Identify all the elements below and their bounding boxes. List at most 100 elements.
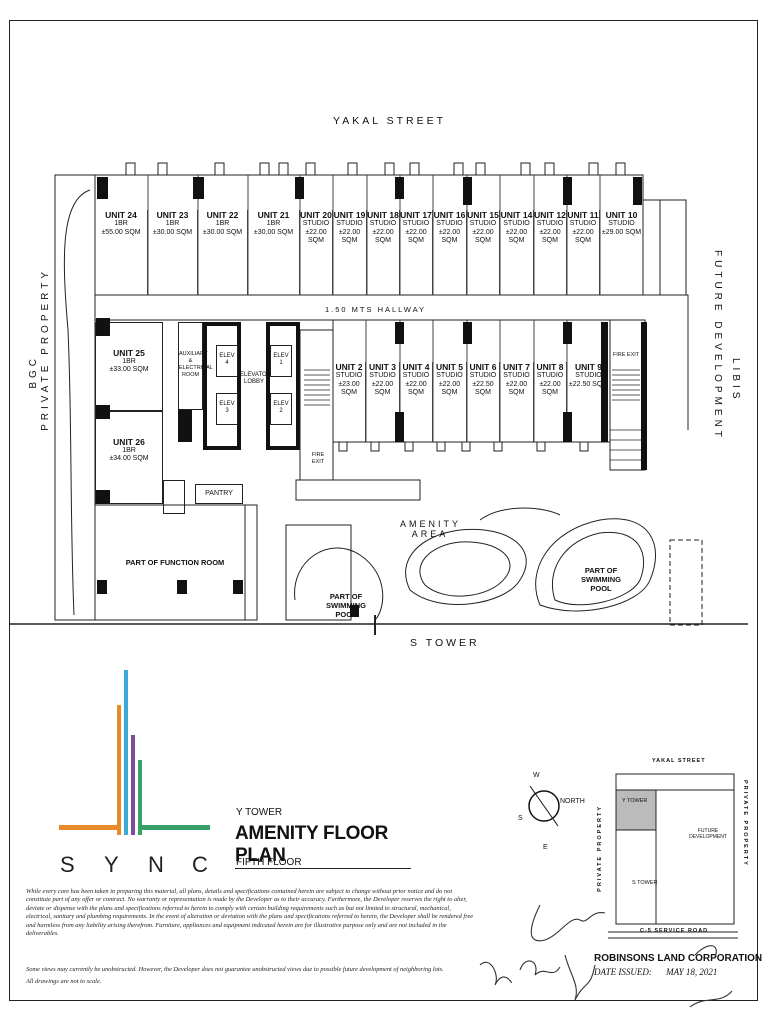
unit-name: UNIT 15 [467, 210, 499, 220]
logo-bar-green [138, 760, 142, 835]
structural-column [350, 605, 359, 617]
unit-area: ±22.50 SQM [568, 380, 609, 388]
logo-bar-purple [131, 735, 135, 835]
unit-type: STUDIO [608, 220, 635, 227]
unit-name: UNIT 19 [333, 210, 366, 220]
street-bottom-label: S TOWER [410, 637, 480, 649]
unit-area: ±22.00 SQM [371, 380, 394, 397]
signature-scribbles [479, 904, 733, 1008]
keyplan-y-tower: Y TOWER [622, 798, 648, 804]
unit-area: ±22.00 SQM [338, 228, 361, 245]
unit-area: ±55.00 SQM [101, 228, 141, 236]
unit-name: UNIT 21 [257, 210, 290, 220]
structural-wall [641, 322, 647, 470]
unit-area: ±22.00 SQM [505, 380, 528, 397]
keyplan-s-tower: S TOWER [632, 880, 658, 886]
structural-column [395, 177, 404, 199]
unit-type: 1BR [122, 357, 136, 365]
keyplan-top: YAKAL STREET [652, 758, 706, 764]
structural-wall [601, 322, 608, 442]
service-room [163, 480, 185, 514]
elevator-shaft-right [266, 322, 300, 450]
unit-name: UNIT 2 [335, 362, 363, 372]
unit-type: STUDIO [536, 220, 564, 227]
unit-type: STUDIO [436, 220, 463, 227]
keyplan-future: FUTURE DEVELOPMENT [689, 828, 727, 840]
unit-type: STUDIO [503, 220, 530, 227]
unit-name: UNIT 16 [433, 210, 466, 220]
fire-exit-left-label: FIRE EXIT [311, 452, 325, 465]
unit-type: STUDIO [436, 372, 463, 379]
structural-column [633, 177, 642, 205]
structural-column [563, 322, 572, 344]
unit-type: 1BR [165, 220, 180, 227]
unit-area: ±30.00 SQM [152, 228, 193, 236]
unit-name: UNIT 14 [500, 210, 533, 220]
unit-type: STUDIO [335, 372, 363, 379]
unit-area: ±22.00 SQM [372, 228, 394, 245]
elevator-4: ELEV 4 [216, 345, 238, 377]
keyplan-left: PRIVATE PROPERTY [597, 805, 603, 892]
right-outer-label: FUTURE DEVELOPMENT [712, 250, 723, 441]
structural-column [395, 322, 404, 344]
elevator-3: ELEV 3 [216, 393, 238, 425]
unit-name: UNIT 11 [567, 210, 599, 220]
pantry: PANTRY [195, 484, 243, 504]
structural-column [178, 410, 192, 442]
logo-letter-n: N [148, 852, 164, 877]
compass-north: NORTH [560, 798, 585, 805]
unit-card[interactable]: UNIT 26 1BR ±34.00 SQM [95, 411, 163, 504]
unit-name: UNIT 5 [436, 362, 463, 372]
structural-column [295, 177, 304, 199]
hallway-label: 1.50 MTS HALLWAY [325, 305, 427, 314]
disclaimer-text: While every care has been taken in prepa… [26, 888, 474, 938]
structural-column [96, 405, 110, 419]
unit-type: 1BR [215, 220, 230, 227]
elevator-shaft-left [203, 322, 241, 450]
structural-column [96, 318, 110, 336]
elev4-label: ELEV 4 [219, 353, 235, 366]
structural-column [563, 177, 572, 205]
unit-type: STUDIO [469, 372, 497, 379]
pantry-label: PANTRY [205, 490, 233, 497]
logo-base-green [138, 825, 210, 830]
date-value: MAY 18, 2021 [666, 967, 718, 977]
aux-room-label: AUXILIARY & ELECTRICAL ROOM [179, 351, 213, 378]
logo-letter-y: Y [104, 852, 119, 877]
unit-type: 1BR [114, 220, 128, 227]
structural-column [233, 580, 243, 594]
compass-icon [528, 785, 560, 827]
unit-name: UNIT 25 [113, 348, 145, 358]
unit-type: 1BR [266, 220, 281, 227]
key-plan-diagram [608, 773, 738, 939]
drawing-sheet [9, 20, 758, 1001]
unit-area: ±22.00 SQM [539, 228, 561, 245]
unit-area: ±33.00 SQM [109, 366, 149, 373]
aux-electrical-room: AUXILIARY & ELECTRICAL ROOM [178, 322, 213, 410]
unit-name: UNIT 24 [105, 210, 137, 220]
unit-name: UNIT 26 [113, 437, 145, 447]
structural-column [563, 412, 572, 442]
floor-label: FIFTH FLOOR [236, 857, 302, 868]
tower-label: Y TOWER [236, 807, 283, 818]
compass-s: S [518, 815, 523, 822]
unit-card[interactable]: UNIT 25 1BR ±33.00 SQM [95, 322, 163, 411]
page-title: AMENITY FLOOR PLAN [235, 823, 411, 869]
unit-area: ±22.00 SQM [405, 228, 427, 245]
structural-column [97, 580, 107, 594]
amenity-line2: AREA [411, 529, 449, 539]
unit-name: UNIT 4 [402, 362, 430, 372]
unit-area: ±22.00 SQM [505, 228, 528, 245]
logo-bar-orange [117, 705, 121, 835]
unit-area: ±23.00 SQM [338, 380, 360, 397]
unit-area: ±30.00 SQM [253, 228, 294, 236]
unit-name: UNIT 6 [469, 362, 497, 372]
unit-type: STUDIO [503, 372, 530, 379]
unit-type: STUDIO [369, 372, 396, 379]
elevator-1: ELEV 1 [270, 345, 292, 377]
unit-name: UNIT 23 [156, 210, 189, 220]
structural-column [96, 490, 110, 504]
